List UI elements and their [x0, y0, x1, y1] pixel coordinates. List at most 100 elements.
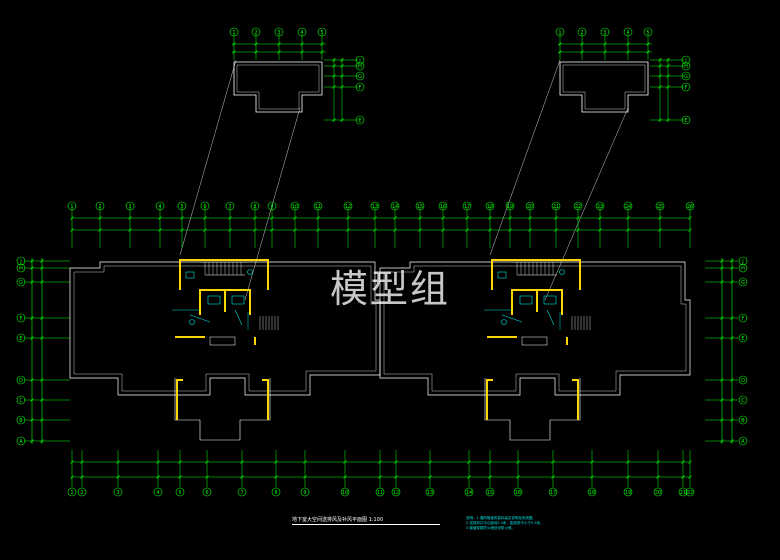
dimension-tick	[658, 85, 662, 89]
dimension-tick	[70, 475, 74, 479]
dimension-tick	[254, 50, 258, 54]
dimension-tick	[293, 228, 297, 232]
bay-wall	[484, 378, 581, 441]
detail-bubble-top-label: 4	[626, 30, 629, 36]
dimension-tick	[558, 50, 562, 54]
dimension-tick	[80, 460, 84, 464]
dimension-tick	[441, 216, 445, 220]
detail-bubble-row-circle	[681, 61, 691, 71]
grid-bubble-bottom-label: 19	[625, 490, 631, 496]
grid-bubble-bottom-label: 18	[589, 490, 595, 496]
dimension-tick	[98, 228, 102, 232]
grid-bubble-top-label: 1	[70, 204, 73, 210]
grid-bubble-row-label: D	[741, 378, 745, 384]
dimension-tick	[467, 475, 471, 479]
dimension-tick	[720, 418, 724, 422]
dimension-tick	[730, 418, 734, 422]
grid-bubble-row-circle	[16, 415, 26, 425]
grid-bubble-bottom-label: 5	[178, 490, 181, 496]
grid-bubble-top-label: 13	[372, 204, 378, 210]
dimension-tick	[316, 216, 320, 220]
note-line-2: 2.送排风口中心距地2.4米，距梁底不小于0.3米。	[466, 521, 544, 525]
grid-bubble-top-label: 14	[392, 204, 398, 210]
detail-bubble-top-circle	[251, 27, 261, 37]
dimension-tick	[70, 216, 74, 220]
damper-symbol	[189, 319, 195, 325]
dimension-tick	[205, 460, 209, 464]
dimension-tick	[116, 475, 120, 479]
bay-wall	[174, 378, 271, 441]
dimension-tick	[658, 58, 662, 62]
dimension-tick	[340, 85, 344, 89]
grid-bubble-row-circle	[738, 436, 748, 446]
grid-bubble-row-label: A	[741, 439, 745, 445]
detail-bubble-row-circle	[355, 71, 365, 81]
dimension-tick	[332, 118, 336, 122]
dimension-tick	[488, 228, 492, 232]
detail-bubble-top-label: 1	[558, 30, 561, 36]
grid-bubble-bottom-label: 14	[466, 490, 472, 496]
detail-bubble-row-circle	[355, 55, 365, 65]
grid-bubble-top-label: 16	[440, 204, 446, 210]
dimension-tick	[253, 216, 257, 220]
grid-bubble-row-circle	[16, 333, 26, 343]
shaft-box	[209, 336, 236, 346]
grid-bubble-top-label: 5	[180, 204, 183, 210]
dimension-tick	[203, 216, 207, 220]
dimension-tick	[232, 42, 236, 46]
grid-bubble-top-label: 11	[315, 204, 321, 210]
detail-bubble-row-circle	[681, 115, 691, 125]
grid-bubble-top-circle	[655, 201, 665, 211]
dimension-tick	[688, 228, 692, 232]
grid-bubble-top-circle	[250, 201, 260, 211]
detail-bubble-top-label: 2	[580, 30, 583, 36]
dimension-tick	[30, 398, 34, 402]
dimension-tick	[40, 336, 44, 340]
dimension-tick	[232, 50, 236, 54]
grid-bubble-row-label: F	[742, 316, 745, 322]
dimension-tick	[666, 85, 670, 89]
dimension-tick	[70, 460, 74, 464]
grid-bubble-top-label: 24	[625, 204, 631, 210]
detail-bubble-top-circle	[555, 27, 565, 37]
grid-bubble-top-circle	[462, 201, 472, 211]
grid-bubble-row-label: G	[741, 280, 745, 286]
drawing-notes: 说明：1.通风管道安装标高见说明及系统图。 2.送排风口中心距地2.4米，距梁底…	[466, 516, 543, 531]
grid-bubble-row-label: G	[19, 280, 23, 286]
detail-bubble-top-circle	[600, 27, 610, 37]
column-block	[486, 379, 493, 420]
dimension-tick	[378, 475, 382, 479]
detail-bubble-top-label: 5	[646, 30, 649, 36]
dimension-tick	[720, 336, 724, 340]
detail-bubble-top-circle	[297, 27, 307, 37]
stair-elevator-cores	[172, 259, 591, 346]
grid-bubble-bottom-label: 15	[487, 490, 493, 496]
dimension-tick	[228, 216, 232, 220]
detail-bubble-row-label: G	[684, 74, 688, 80]
dimension-tick	[277, 50, 281, 54]
grid-bubble-row-circle	[16, 395, 26, 405]
dimension-tick	[730, 259, 734, 263]
dimension-tick	[316, 228, 320, 232]
dimension-tick	[603, 42, 607, 46]
grid-bubble-top-label: 22	[575, 204, 581, 210]
detail-bubble-row-label: J	[684, 58, 686, 64]
dimension-tick	[228, 228, 232, 232]
dimension-tick	[688, 475, 692, 479]
dimension-tick	[156, 460, 160, 464]
grid-bubble-bottom-label: 8	[274, 490, 277, 496]
detail-bubble-top-circle	[229, 27, 239, 37]
grid-bubble-top-circle	[551, 201, 561, 211]
dimension-tick	[178, 475, 182, 479]
grid-bubble-row-label: B	[19, 418, 23, 424]
dimension-tick	[30, 280, 34, 284]
dimension-tick	[30, 336, 34, 340]
grid-bubble-bottom-circle	[464, 487, 474, 497]
grid-bubble-top-label: 6	[203, 204, 206, 210]
grid-bubble-top-label: 21	[553, 204, 559, 210]
grid-bubble-bottom-label: 3	[116, 490, 119, 496]
grid-bubble-row-label: D	[19, 378, 23, 384]
grid-bubble-row-circle	[16, 263, 26, 273]
detail-bubble-top-circle	[317, 27, 327, 37]
